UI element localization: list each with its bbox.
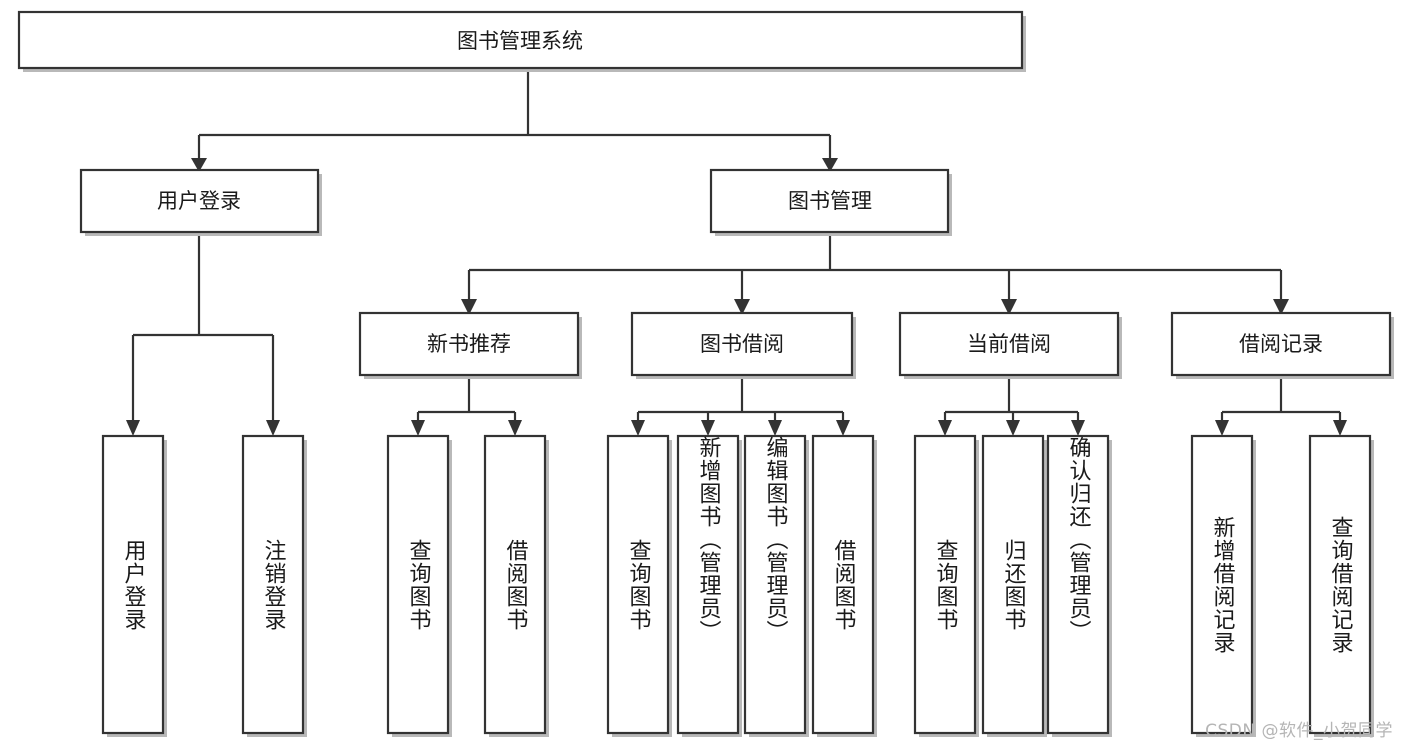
arrow-head-leaf-confirm-return-admin xyxy=(1071,420,1085,436)
node-current-borrow[interactable]: 当前借阅 xyxy=(898,311,1122,379)
arrow-head-leaf-edit-book-admin xyxy=(768,420,782,436)
leaf-query-book-2-box[interactable] xyxy=(606,434,670,735)
arrow-head-book-borrow xyxy=(734,299,750,315)
leaf-borrow-book-1-box[interactable] xyxy=(483,434,547,735)
leaf-box-layer xyxy=(101,434,1374,737)
arrow-head-book-manage xyxy=(822,158,838,172)
node-borrow-record[interactable]: 借阅记录 xyxy=(1170,311,1394,379)
node-root-box[interactable] xyxy=(17,10,1024,70)
arrow-head-leaf-borrow-book-2 xyxy=(836,420,850,436)
arrow-head-leaf-query-borrow-record xyxy=(1333,420,1347,436)
node-book-borrow[interactable]: 图书借阅 xyxy=(630,311,856,379)
node-new-book-recommend-box[interactable] xyxy=(358,311,580,377)
arrow-head-leaf-add-borrow-record xyxy=(1215,420,1229,436)
leaf-query-book-3-box[interactable] xyxy=(913,434,977,735)
leaf-add-book-admin-box[interactable] xyxy=(676,434,740,735)
node-user-login[interactable]: 用户登录 xyxy=(79,168,322,236)
leaf-confirm-return-admin-box[interactable] xyxy=(1046,434,1110,735)
node-current-borrow-box[interactable] xyxy=(898,311,1120,377)
arrow-head-leaf-borrow-book-1 xyxy=(508,420,522,436)
node-book-manage[interactable]: 图书管理 xyxy=(709,168,952,236)
node-book-borrow-box[interactable] xyxy=(630,311,854,377)
leaf-logout-login-box[interactable] xyxy=(241,434,305,735)
connector-layer xyxy=(126,68,1347,436)
node-borrow-record-label: 借阅记录 xyxy=(1239,332,1323,356)
node-new-book-recommend[interactable]: 新书推荐 xyxy=(358,311,582,379)
arrow-head-leaf-add-book-admin xyxy=(701,420,715,436)
node-user-login-label: 用户登录 xyxy=(157,189,241,213)
arrow-head-user-login xyxy=(191,158,207,172)
leaf-edit-book-admin-box[interactable] xyxy=(743,434,807,735)
node-book-manage-box[interactable] xyxy=(709,168,950,234)
arrow-head-new-book-recommend xyxy=(461,299,477,315)
node-root-label: 图书管理系统 xyxy=(457,29,583,53)
leaf-query-borrow-record-box[interactable] xyxy=(1308,434,1372,735)
arrow-head-leaf-return-book xyxy=(1006,420,1020,436)
node-user-login-box[interactable] xyxy=(79,168,320,234)
node-book-borrow-label: 图书借阅 xyxy=(700,332,784,356)
leaf-return-book-box[interactable] xyxy=(981,434,1045,735)
arrow-head-leaf-query-book-3 xyxy=(938,420,952,436)
arrow-head-leaf-query-book-1 xyxy=(411,420,425,436)
arrow-head-leaf-user-login xyxy=(126,420,140,436)
arrow-head-leaf-logout-login xyxy=(266,420,280,436)
arrow-head-borrow-record xyxy=(1273,299,1289,315)
node-book-manage-label: 图书管理 xyxy=(788,189,872,213)
node-root[interactable]: 图书管理系统 xyxy=(17,10,1026,72)
leaf-query-book-1-box[interactable] xyxy=(386,434,450,735)
node-current-borrow-label: 当前借阅 xyxy=(967,332,1051,356)
leaf-user-login-box[interactable] xyxy=(101,434,165,735)
arrow-head-current-borrow xyxy=(1001,299,1017,315)
watermark-text: CSDN @软件_小贺同学 xyxy=(1205,721,1393,741)
leaf-add-borrow-record-box[interactable] xyxy=(1190,434,1254,735)
node-borrow-record-box[interactable] xyxy=(1170,311,1392,377)
leaf-borrow-book-2-box[interactable] xyxy=(811,434,875,735)
node-new-book-recommend-label: 新书推荐 xyxy=(427,332,511,356)
arrow-head-leaf-query-book-2 xyxy=(631,420,645,436)
